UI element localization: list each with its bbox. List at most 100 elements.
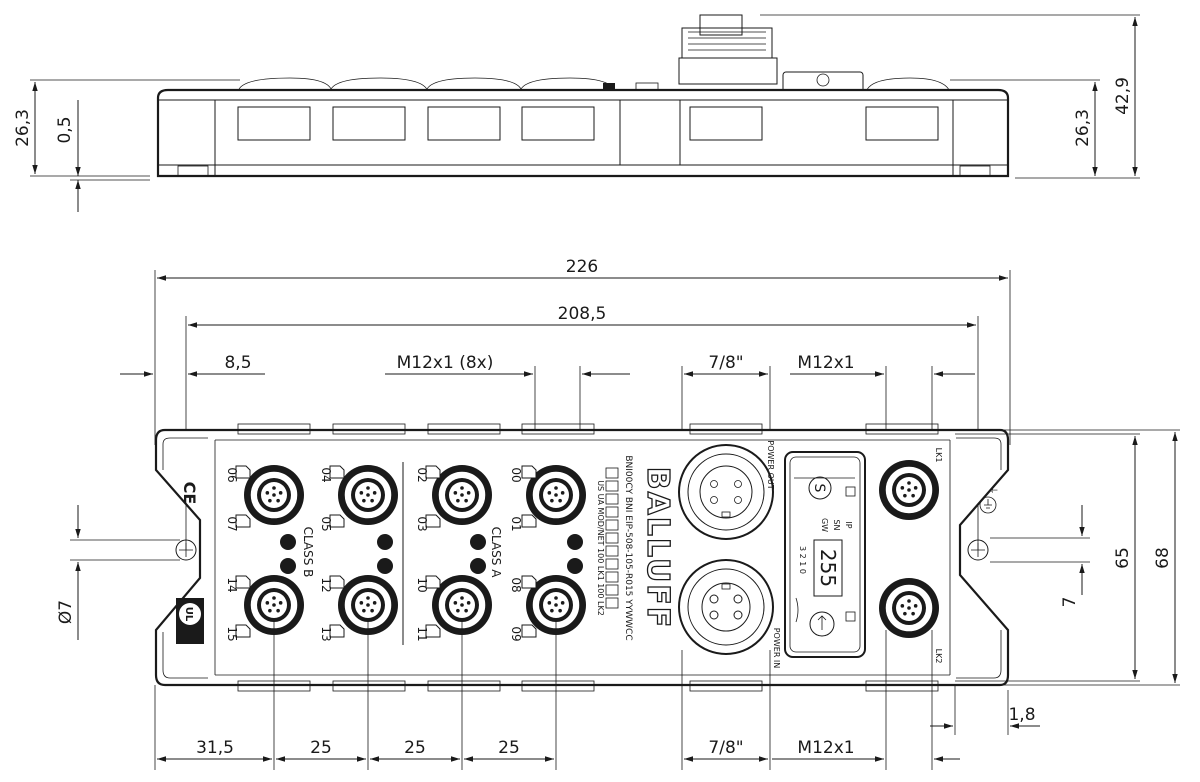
port-led-marker xyxy=(329,575,345,589)
dim-1-8: 1,8 xyxy=(1008,705,1035,725)
dim-bottom-1: 31,5 xyxy=(196,738,234,758)
dim-78-top: 7/8" xyxy=(708,353,743,373)
ul-mark: UL xyxy=(183,607,194,622)
status-led xyxy=(280,534,296,550)
dim-height-65: 65 xyxy=(1113,547,1133,569)
ce-mark: CE xyxy=(180,482,199,505)
display-ip: IP xyxy=(844,521,853,528)
port-label-15: 15 xyxy=(225,626,239,641)
top-view: 226 208,5 8,5 M12x1 (8x) 7/8" M12x1 xyxy=(56,257,1180,770)
port-led-marker xyxy=(235,575,251,589)
port-label-06: 06 xyxy=(225,467,239,482)
lk2-label: LK2 xyxy=(934,649,943,664)
m12-socket xyxy=(244,575,304,635)
dim-height-68: 68 xyxy=(1153,547,1173,569)
dim-78-bottom: 7/8" xyxy=(708,738,743,758)
port-label-10: 10 xyxy=(415,577,429,592)
power-in-label: POWER IN xyxy=(772,628,781,669)
status-led xyxy=(470,534,486,550)
status-led xyxy=(567,534,583,550)
svg-text:⏚: ⏚ xyxy=(987,485,998,494)
dim-m12-top: M12x1 xyxy=(797,353,854,373)
dim-bottom-2: 25 xyxy=(310,738,332,758)
dim-m12-8x: M12x1 (8x) xyxy=(397,353,494,373)
svg-text:S: S xyxy=(811,484,827,493)
side-78-connector xyxy=(699,14,743,36)
display-value: 255 xyxy=(816,549,840,587)
port-label-03: 03 xyxy=(415,516,429,531)
m12-socket xyxy=(526,575,586,635)
display-sn: SN xyxy=(832,519,841,530)
display-digits: 3 2 1 0 xyxy=(798,546,807,574)
display-panel: S IP SN GW 3 2 1 0 255 xyxy=(784,451,866,658)
m12-socket xyxy=(879,578,939,638)
power-out-connector xyxy=(678,444,774,540)
m12-ports xyxy=(235,460,939,638)
port-label-11: 11 xyxy=(415,626,429,641)
port-label-00: 00 xyxy=(509,467,523,482)
power-out-label: POWER OUT xyxy=(766,440,775,489)
port-led-marker xyxy=(329,465,345,479)
port-label-04: 04 xyxy=(319,467,333,482)
port-label-09: 09 xyxy=(509,626,523,641)
port-led-marker xyxy=(425,575,441,589)
power-in-connector xyxy=(678,559,774,655)
class-b-label: CLASS B xyxy=(301,527,315,578)
m12-socket xyxy=(338,465,398,525)
port-led-marker xyxy=(425,465,441,479)
status-led xyxy=(567,558,583,574)
status-led xyxy=(377,558,393,574)
m12-socket xyxy=(338,575,398,635)
port-label-14: 14 xyxy=(225,577,239,592)
class-a-label: CLASS A xyxy=(489,527,503,579)
m12-socket xyxy=(244,465,304,525)
dim-left-height: 26,3 xyxy=(13,109,33,147)
status-led xyxy=(470,558,486,574)
dim-hole-offset: 8,5 xyxy=(224,353,251,373)
side-view: 26,3 0,5 26,3 42,9 xyxy=(13,14,1140,212)
dim-right-height: 26,3 xyxy=(1073,109,1093,147)
display-gw: GW xyxy=(820,518,829,532)
port-label-13: 13 xyxy=(319,626,333,641)
port-label-01: 01 xyxy=(509,516,523,531)
mount-hole-right xyxy=(967,539,989,561)
dim-offset-7: 7 xyxy=(1060,597,1080,608)
port-led-marker xyxy=(235,465,251,479)
dim-left-small: 0,5 xyxy=(55,116,75,143)
dim-bottom-3: 25 xyxy=(404,738,426,758)
dim-bottom-4: 25 xyxy=(498,738,520,758)
port-led-marker xyxy=(329,514,345,528)
m12-socket xyxy=(432,575,492,635)
port-label-02: 02 xyxy=(415,467,429,482)
m12-socket xyxy=(526,465,586,525)
side-body xyxy=(156,88,1010,178)
port-label-07: 07 xyxy=(225,516,239,531)
port-led-marker xyxy=(521,465,537,479)
port-led-marker xyxy=(425,624,441,638)
port-led-marker xyxy=(235,514,251,528)
port-label-05: 05 xyxy=(319,516,333,531)
port-led-marker xyxy=(235,624,251,638)
m12-socket xyxy=(879,460,939,520)
dim-hole-dia: Ø7 xyxy=(56,600,76,624)
dim-right-total: 42,9 xyxy=(1113,77,1133,115)
dim-hole-spacing: 208,5 xyxy=(558,304,607,324)
dim-overall-length: 226 xyxy=(566,257,598,277)
mount-hole-left xyxy=(175,539,197,561)
brand-logo: BALLUFF xyxy=(640,467,675,630)
port-label-12: 12 xyxy=(319,577,333,592)
port-led-marker xyxy=(521,575,537,589)
model-line-2: US UA MOD/NET 100 LK1 100 LK2 xyxy=(596,480,605,616)
port-led-marker xyxy=(521,514,537,528)
port-label-08: 08 xyxy=(509,577,523,592)
port-led-marker xyxy=(521,624,537,638)
dim-m12-bottom: M12x1 xyxy=(797,738,854,758)
m12-socket xyxy=(432,465,492,525)
port-led-marker xyxy=(329,624,345,638)
port-led-marker xyxy=(425,514,441,528)
status-led xyxy=(377,534,393,550)
model-line-1: BNI00CY BNI EIP-508-105-R015 YYWWCC xyxy=(623,455,633,640)
lk1-label: LK1 xyxy=(934,448,943,463)
status-led xyxy=(280,558,296,574)
